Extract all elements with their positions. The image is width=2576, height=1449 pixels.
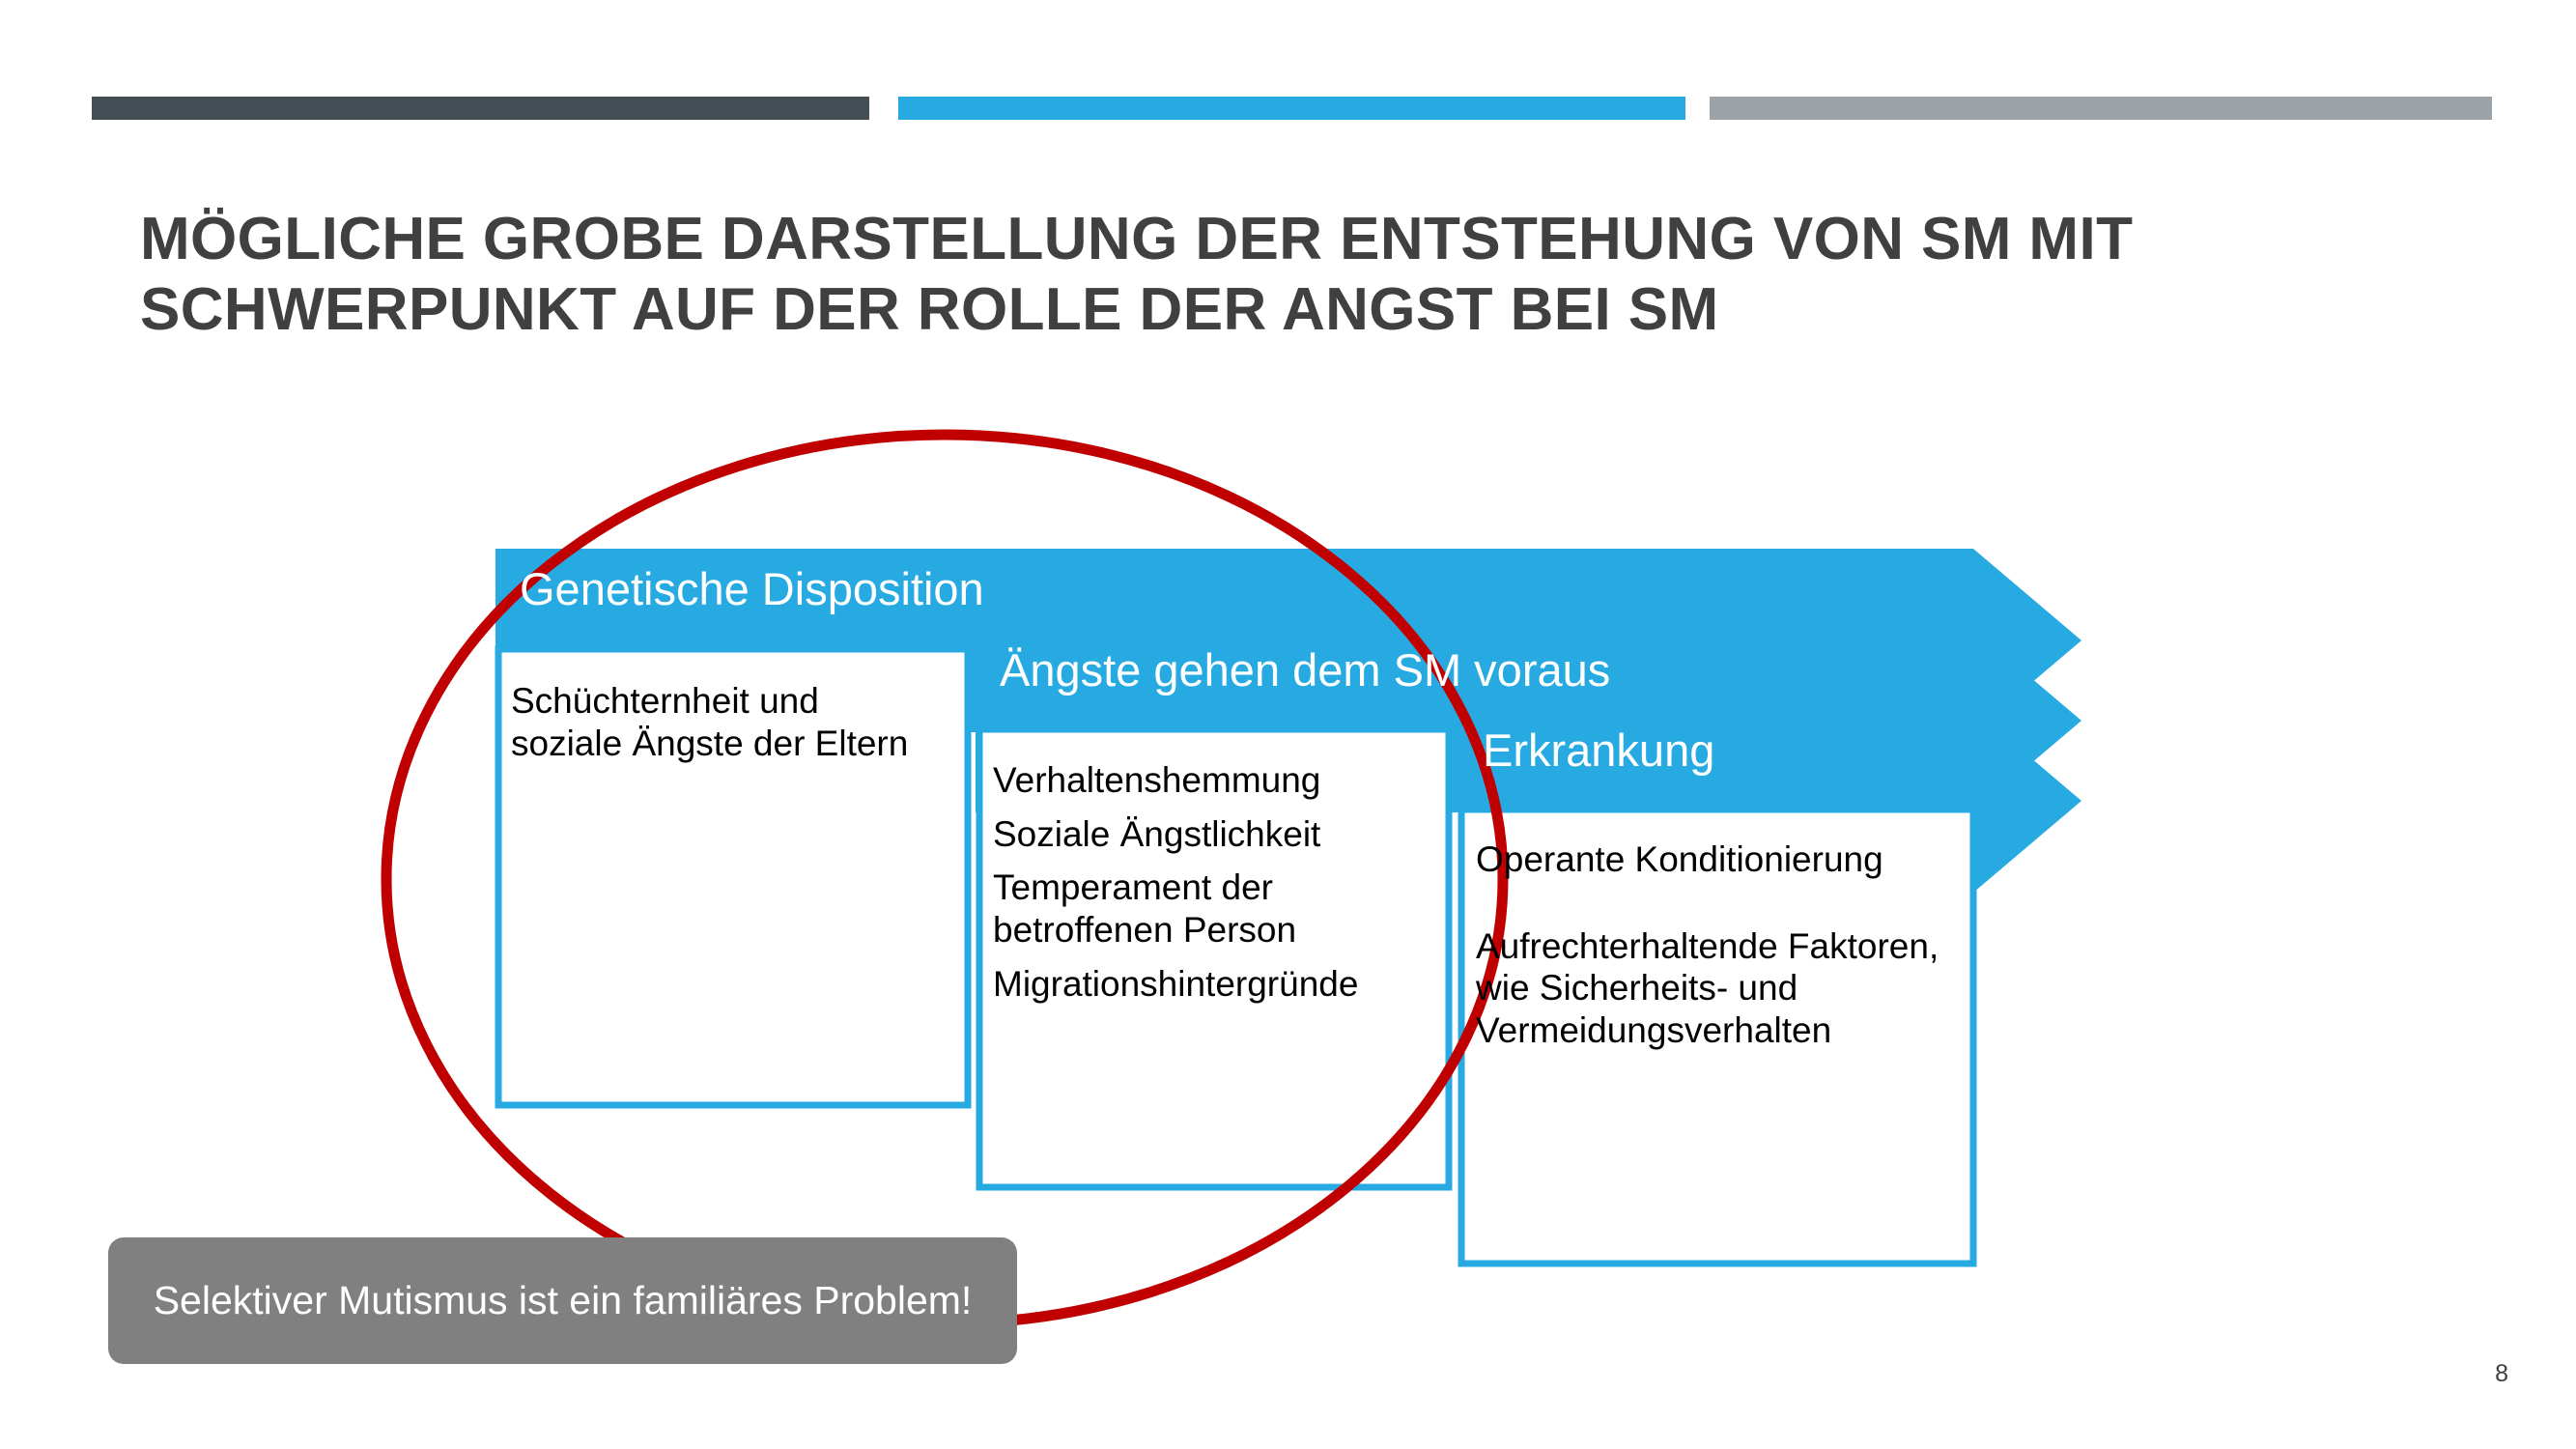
list-item: Aufrechterhaltende Faktoren, wie Sicherh… [1476, 925, 1939, 1050]
stage-content-1: Schüchternheit und soziale Ängste der El… [511, 680, 926, 764]
stage-content-3: Operante Konditionierung Aufrechterhalte… [1476, 838, 1939, 1052]
page-title: Mögliche grobe Darstellung der Entstehun… [140, 206, 2134, 343]
stage-header-2: Ängste gehen dem SM voraus [1000, 644, 1611, 696]
list-item: Verhaltenshemmung [993, 760, 1321, 800]
stage-header-1: Genetische Disposition [520, 563, 984, 614]
page-number: 8 [2495, 1360, 2508, 1387]
top-accent-bar-dark [92, 97, 869, 120]
content-box-stage-2 [976, 725, 1453, 1191]
list-item: Soziale Ängstlichkeit [993, 813, 1321, 854]
stage-content-2: Verhaltenshemmung Soziale Ängstlichkeit … [993, 759, 1447, 1005]
list-item: Operante Konditionierung [1476, 839, 1883, 879]
callout-box: Selektiver Mutismus ist ein familiäres P… [108, 1237, 1017, 1364]
content-box-stage-3 [1458, 806, 1977, 1267]
list-item: Temperament der betroffenen Person [993, 867, 1297, 950]
top-accent-bar-grey [1710, 97, 2492, 120]
content-box-stage-1 [495, 645, 972, 1109]
top-accent-bar-blue [898, 97, 1685, 120]
list-item: Schüchternheit und soziale Ängste der El… [511, 681, 909, 763]
stage-header-3: Erkrankung [1483, 724, 1715, 776]
list-item: Migrationshintergründe [993, 963, 1359, 1004]
callout-text: Selektiver Mutismus ist ein familiäres P… [153, 1278, 973, 1323]
